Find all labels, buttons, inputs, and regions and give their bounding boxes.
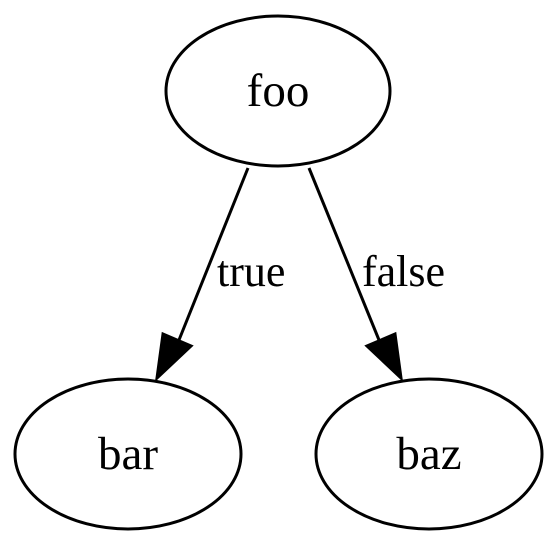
edge-foo-baz-arrowhead: [364, 331, 404, 382]
edge-foo-bar-line: [177, 167, 250, 341]
node-foo-ellipse: [164, 14, 392, 168]
edge-foo-bar: true: [154, 167, 285, 382]
node-foo: foo: [164, 14, 392, 168]
edge-foo-baz-line: [307, 167, 381, 341]
node-bar-label: bar: [98, 428, 158, 480]
edge-foo-bar-arrowhead: [154, 331, 194, 382]
node-baz: baz: [314, 377, 544, 531]
node-bar-ellipse: [13, 377, 243, 531]
edge-foo-bar-label: true: [217, 247, 285, 296]
node-foo-label: foo: [247, 65, 310, 117]
node-baz-ellipse: [314, 377, 544, 531]
node-bar: bar: [13, 377, 243, 531]
node-baz-label: baz: [396, 428, 461, 480]
edge-foo-baz-label: false: [362, 247, 445, 296]
edge-foo-baz: false: [307, 167, 445, 382]
